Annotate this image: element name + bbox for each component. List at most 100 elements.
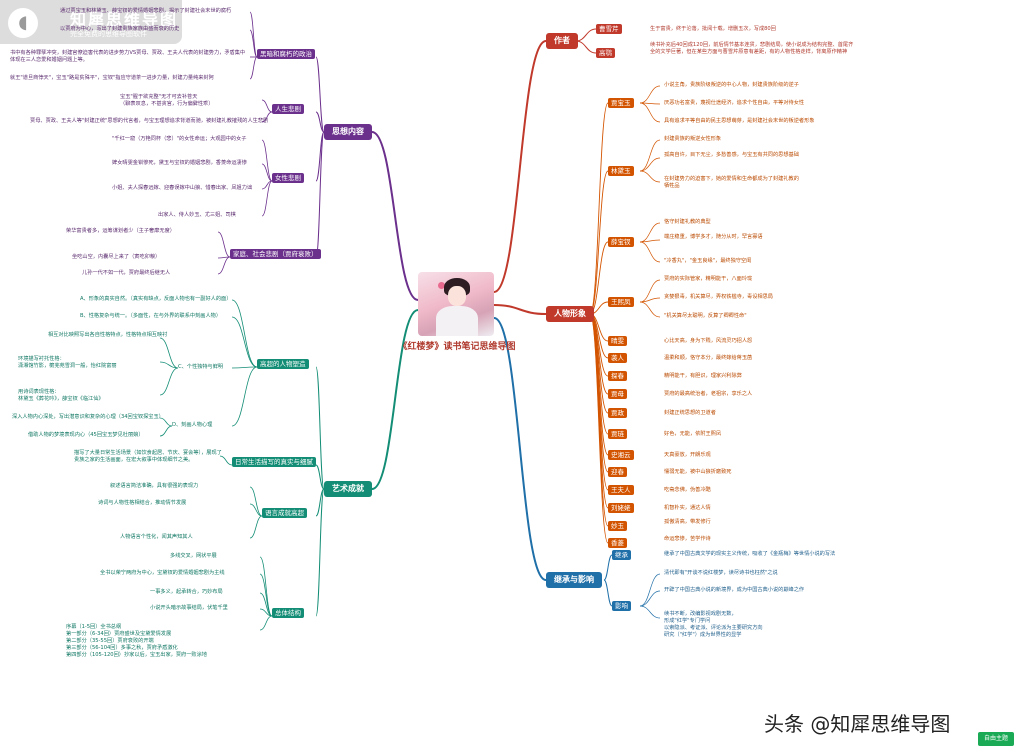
char-daiyu[interactable]: 林黛玉	[608, 166, 634, 176]
jialian-1: 好色，无能，依附王熙凤	[664, 431, 722, 437]
lang-detail-1: 叙述语言简洁准确，具有很强的表现力	[110, 483, 199, 489]
xiren-1: 温柔和顺，恪守本分，最终嫁给蒋玉菡	[664, 355, 753, 361]
char-jiazheng[interactable]: 贾政	[608, 408, 627, 418]
topic-character-art[interactable]: 高超的人物塑造	[257, 359, 309, 369]
structure-detail-2: 全书以荣宁两府为中心，宝黛钗的爱情婚姻悲剧为主线	[100, 570, 225, 576]
char-art-b: B、性格复杂与统一。（多面性，在与外界的联系中刻画人物）	[80, 313, 222, 319]
branch-thought[interactable]: 思想内容	[324, 124, 372, 140]
author-gao[interactable]: 高鹗	[596, 48, 615, 58]
women-detail-1: "千红一窟（万艳同杯（悲）"的女性命运；大观园中的女子	[112, 136, 247, 142]
rhino-icon: ◖	[8, 8, 38, 38]
family-detail-3: 儿孙一代不如一代，贾府最终后继无人	[82, 270, 171, 276]
baoyu-2: 厌恶功名富贵，蔑视仕途经济，追求个性自由，平等对待女性	[664, 100, 805, 106]
qingwen-1: 心比天高，身为下贱，风流灵巧招人怨	[664, 338, 753, 344]
xifeng-1: 贾府的实际管家，精明能干，八面玲珑	[664, 276, 753, 282]
baoyu-1: 小说主角，贵族阶级叛逆的中心人物，封建贵族阶级的逆子	[664, 82, 799, 88]
baoyu-3: 具有追求平等自由的民主思想萌芽，是封建社会末世的叛逆者形象	[664, 118, 815, 124]
daiyu-1: 封建贵族的叛逆女性形象	[664, 136, 722, 142]
central-topic-image[interactable]	[418, 272, 494, 336]
jiamu-1: 贾府的最高统治者，老祖宗，享乐之人	[664, 391, 753, 397]
legacy-influence[interactable]: 影响	[612, 601, 631, 611]
daily-detail: 描写了大量日常生活场景（如饮食起居、节庆、宴会等），展现了贵族之家的生活画面，在…	[74, 450, 222, 463]
influence-3: 续书不断，改编影视戏剧无数， 形成"红学"专门学问 以索隐派、考证派、评论派为主…	[664, 611, 763, 638]
char-jiamu[interactable]: 贾母	[608, 389, 627, 399]
legacy-inherit[interactable]: 继承	[612, 550, 631, 560]
daiyu-3: 在封建势力的迫害下，她的爱情和生命都成为了封建礼教的牺牲品	[664, 176, 799, 189]
char-baoyu[interactable]: 贾宝玉	[608, 98, 634, 108]
free-theme-button[interactable]: 自由主题	[978, 732, 1014, 746]
author-cao[interactable]: 曹雪芹	[596, 24, 622, 34]
watermark: 头条 @知犀思维导图	[764, 712, 951, 736]
lang-detail-2: 诗词与人物性格相结合，推动情节发展	[98, 500, 187, 506]
wangfuren-1: 吃斋念佛，伪善冷酷	[664, 487, 711, 493]
logo-subtitle: 完全免费的思维导图软件	[70, 30, 147, 38]
miaoyu-1: 孤傲清高，带发修行	[664, 519, 711, 525]
char-art-d2: 借助人物的梦境表现内心（45回宝玉梦见杜丽娘）	[28, 432, 144, 438]
branch-characters[interactable]: 人物形象	[546, 306, 594, 322]
char-xiren[interactable]: 袭人	[608, 353, 627, 363]
inherit-detail: 继承了中国古典文学的现实主义传统，吸收了《金瓶梅》等世情小说的写法	[664, 551, 836, 557]
structure-detail-5: 序幕（1-5回）全书总纲 第一部分（6-34回）贾府盛世及宝黛爱情发展 第二部分…	[66, 624, 207, 658]
xiangyun-1: 天真豪放，开朗乐观	[664, 452, 711, 458]
baochai-2: 端庄稳重，博学多才，随分从时，罕言寡语	[664, 234, 763, 240]
structure-detail-1: 多线交叉，网状平展	[170, 553, 217, 559]
life-detail-2: 贾母、贾政、王夫人等"封建正统"思想的代言者，与宝玉理想追求背道而驰，被封建礼教…	[30, 118, 269, 124]
char-miaoyu[interactable]: 妙玉	[608, 521, 627, 531]
char-wangfuren[interactable]: 王夫人	[608, 485, 634, 495]
jiazheng-1: 封建正统思想的卫道者	[664, 410, 716, 416]
politics-detail-2: 以贾府为中心，写出了封建贵族家族由盛而衰的历史	[60, 26, 180, 32]
influence-1: 清代即有"开谈不说红楼梦，读尽诗书也枉然"之说	[664, 570, 778, 576]
central-topic-title[interactable]: 《红楼梦》读书笔记思维导图	[398, 342, 516, 352]
influence-2: 开辟了中国古典小说的新境界，成为中国古典小说的巅峰之作	[664, 587, 805, 593]
structure-detail-3: 一事多义，起承转合，巧妙布局	[150, 589, 223, 595]
branch-author[interactable]: 作者	[546, 33, 578, 49]
author-gao-detail: 续书补充后40回成120回，前后情节基本连贯，悲剧结局，使小说成为结构完整、首尾…	[650, 42, 854, 55]
structure-detail-4: 小说开头暗示故事结局，伏笔千里	[150, 605, 228, 611]
xiangling-1: 命运悲惨，苦学作诗	[664, 536, 711, 542]
char-art-c: C、个性独特与鲜明	[178, 364, 224, 370]
char-xifeng[interactable]: 王熙凤	[608, 297, 634, 307]
char-art-c2: 环境描写衬托性格： 潇湘馆竹影，蘅芜苑雪洞一般，怡红院富丽	[18, 356, 117, 369]
topic-politics[interactable]: 黑暗和腐朽的政治	[257, 49, 315, 59]
char-qingwen[interactable]: 晴雯	[608, 336, 627, 346]
topic-daily-life[interactable]: 日常生活描写的真实与细腻	[232, 457, 316, 467]
baochai-3: "冷香丸"，"金玉良缘"，最终独守空闺	[664, 258, 752, 264]
politics-detail-4: 就王"道旦商悖天"，宝玉"路是贫殊平"，宝钗"指应守道茶一进步力量，封建力量纯来…	[10, 75, 214, 81]
topic-life[interactable]: 人生悲剧	[272, 104, 304, 114]
topic-women[interactable]: 女性悲剧	[272, 173, 304, 183]
lang-detail-3: 人物语言个性化，闻其声知其人	[120, 534, 193, 540]
char-yingchun[interactable]: 迎春	[608, 467, 627, 477]
tanchun-1: 精明能干，有胆识，理家兴利除弊	[664, 373, 742, 379]
char-art-c3: 用诗词表现性格： 林黛玉《葬花吟》，薛宝钗《临江仙》	[18, 389, 104, 402]
logo-title: 知犀思维导图	[70, 10, 179, 29]
char-art-c1: 相互对比映照写出各自性格特点，性格特点相互映衬	[48, 332, 168, 338]
politics-detail-1: 通过贾宝玉和林黛玉、薛宝钗的爱情婚姻悲剧，揭示了封建社会末世的腐朽	[60, 8, 232, 14]
women-detail-2: 婢女晴雯金钏惨死，黛玉与宝钗的婚姻悲剧，香菱命运凄惨	[112, 160, 247, 166]
xifeng-3: "机关算尽太聪明，反算了卿卿性命"	[664, 313, 747, 319]
family-detail-2: 坐吃山空，内囊尽上来了（寅吃卯粮）	[72, 254, 161, 260]
char-tanchun[interactable]: 探春	[608, 371, 627, 381]
char-liulaolao[interactable]: 刘姥姥	[608, 503, 634, 513]
politics-detail-3: 书中有各种罪孽冲突，封建官僚迫害代表的进步势力VS贾母、贾政、王夫人代表的封建势…	[10, 50, 246, 63]
char-baochai[interactable]: 薛宝钗	[608, 237, 634, 247]
char-xiangyun[interactable]: 史湘云	[608, 450, 634, 460]
char-xiangling[interactable]: 香菱	[608, 538, 627, 548]
char-jialian[interactable]: 贾琏	[608, 429, 627, 439]
topic-structure[interactable]: 总体结构	[272, 608, 304, 618]
branch-art[interactable]: 艺术成就	[324, 481, 372, 497]
xifeng-2: 贪婪狠毒，机关算尽，弄权铁槛寺，毒设相思局	[664, 294, 773, 300]
char-art-d: D、刻画人物心理	[172, 422, 213, 428]
topic-language[interactable]: 语言成就高超	[262, 508, 307, 518]
daiyu-2: 孤高自许，目下无尘，多愁善感，与宝玉有共同的思想基础	[664, 152, 799, 158]
app-logo: ◖ 知犀思维导图 完全免费的思维导图软件	[0, 0, 182, 44]
char-art-a: A、形象的真实自然。（真实有缺点，反面人物也有一副好人的面）	[80, 296, 232, 302]
liulaolao-1: 机智朴实，通达人情	[664, 505, 711, 511]
char-art-d1: 深入人物内心深处，写出潜意识和复杂的心理（34回宝钗探宝玉）	[12, 414, 164, 420]
life-detail-1: 宝玉"腥于欲充整"无才可去补苍天 （聊表叹息，不甚贪官，行为偏僻性乖）	[120, 94, 214, 107]
family-detail-1: 荣华富贵者多，运筹谋划者少（主子奢靡无度）	[66, 228, 175, 234]
topic-family[interactable]: 家庭、社会悲剧（贾府衰败）	[230, 249, 321, 259]
branch-legacy[interactable]: 继承与影响	[546, 572, 602, 588]
author-cao-detail: 生于富贵，终于沦落，批阅十载，增删五次，写成80回	[650, 26, 776, 32]
women-detail-3: 小姐、夫人探春远嫁、迎春误嫁中山狼、惜春出家、凤姐力诎	[112, 185, 253, 191]
baochai-1: 恪守封建礼教的典型	[664, 219, 711, 225]
